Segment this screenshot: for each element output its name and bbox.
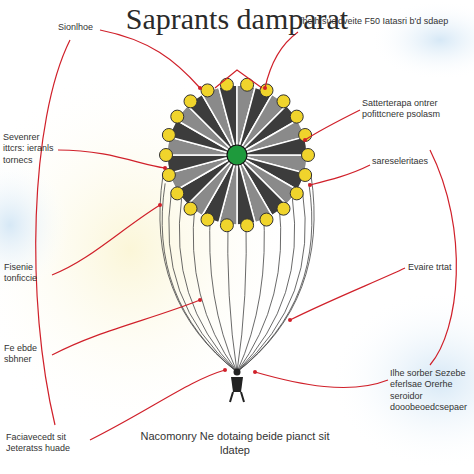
callout-label: Satterterapa ontrer pofittcnere psolasm [362, 98, 470, 121]
callout-label: Sevenrer ittcrs: ieranls tornecs [3, 132, 57, 166]
callout-label: Nacomonry Ne dotaing beide pianct sit ld… [140, 430, 330, 458]
background-glow [330, 290, 474, 470]
callout-label: Sionlhoe [58, 22, 128, 33]
callout-label: Evaire trtat [408, 262, 470, 273]
callout-label: Fisenie tonficcie [4, 262, 52, 285]
background-glow [0, 155, 70, 295]
callout-label: Fe ebde sbhner [4, 343, 52, 366]
leader-dots [158, 86, 312, 374]
callout-label: fhcth sucldveite F50 Iatasri b'd sdaep [300, 16, 468, 27]
callout-label: Ilhe sorber Sezebe eferlsae Orerhe seroi… [390, 368, 470, 413]
canopy [160, 78, 315, 232]
background-glow [370, 0, 474, 80]
harness [230, 369, 244, 403]
callout-label: sareseleritaes [372, 156, 468, 167]
leader-lines [36, 30, 457, 440]
callout-label: Faciavecedt sit Jeteratss huade [6, 432, 88, 455]
